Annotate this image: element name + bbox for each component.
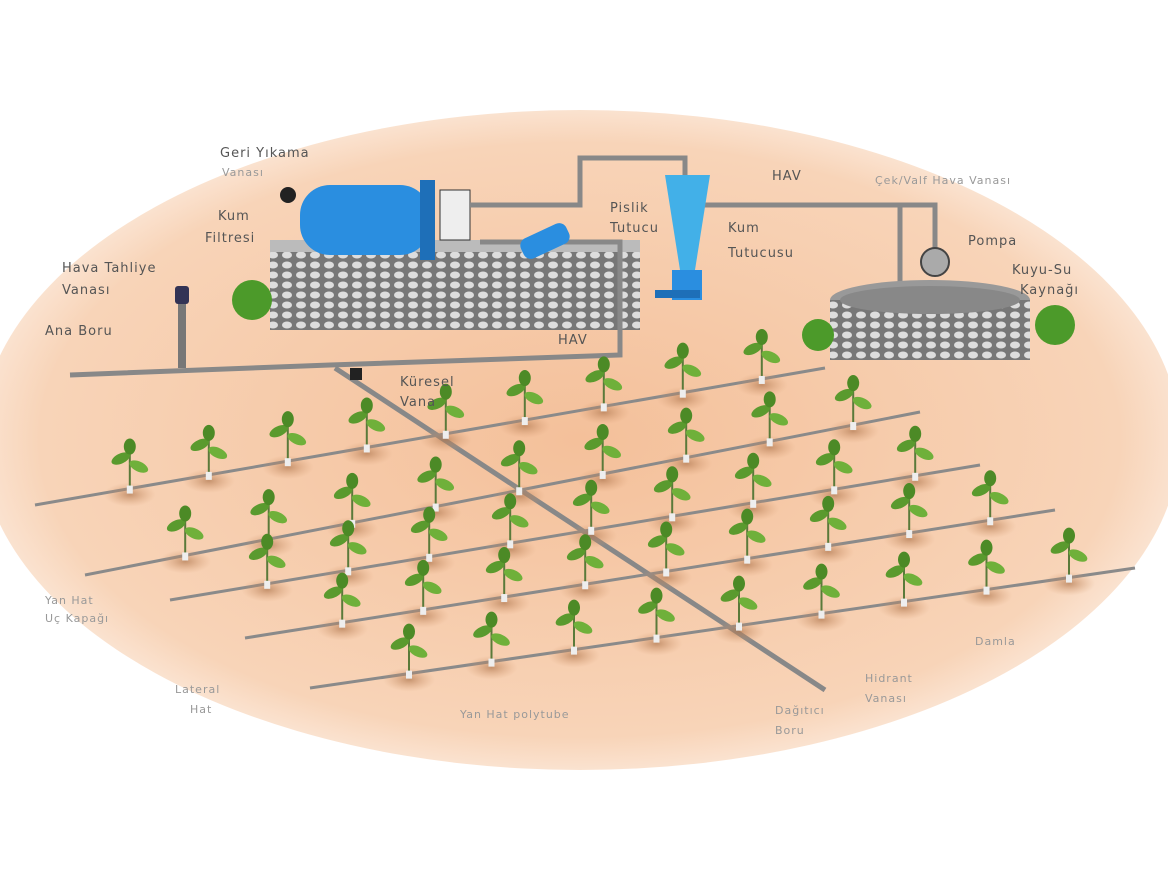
label-sand-separator-2: Tutucusu bbox=[727, 246, 794, 261]
sand-filter bbox=[280, 180, 471, 260]
plant bbox=[577, 356, 630, 425]
label-manifold-2: Boru bbox=[775, 724, 805, 737]
plant bbox=[1043, 527, 1095, 596]
label-hydrant-2: Vanası bbox=[865, 692, 907, 705]
plant bbox=[548, 599, 600, 668]
label-end-cap-2: Uç Kapağı bbox=[45, 612, 109, 625]
plant bbox=[735, 328, 788, 397]
label-manifold: Dağıtıcı bbox=[775, 704, 825, 717]
plant bbox=[383, 623, 435, 692]
plant bbox=[397, 559, 450, 628]
label-end-cap: Yan Hat bbox=[44, 594, 94, 607]
label-screen-filter: Pislik bbox=[610, 201, 649, 216]
plant bbox=[883, 483, 936, 552]
label-sand-separator: Kum bbox=[728, 221, 760, 236]
plant bbox=[565, 479, 618, 548]
label-backwash-valve-2: Vanası bbox=[222, 166, 264, 179]
plant bbox=[960, 539, 1013, 608]
label-hav-bottom: HAV bbox=[558, 333, 588, 348]
label-hav-top: HAV bbox=[772, 169, 802, 184]
label-polytube: Yan Hat polytube bbox=[459, 708, 570, 721]
label-ball-valve-2: Vana bbox=[400, 395, 436, 410]
plant bbox=[409, 456, 462, 525]
plant bbox=[419, 383, 472, 452]
label-well-2: Kaynağı bbox=[1020, 283, 1079, 298]
plant bbox=[465, 611, 518, 680]
air-release-valve-icon bbox=[175, 286, 189, 304]
plant bbox=[261, 411, 314, 480]
plant bbox=[182, 424, 235, 493]
pump-icon bbox=[920, 247, 950, 277]
label-ball-valve: Küresel bbox=[400, 375, 455, 390]
label-check-valve: Çek/Valf Hava Vanası bbox=[875, 174, 1011, 187]
plant bbox=[727, 452, 780, 521]
plant bbox=[498, 370, 551, 439]
plant bbox=[656, 342, 709, 411]
plant bbox=[743, 391, 796, 460]
plant bbox=[340, 397, 393, 466]
plants bbox=[103, 328, 1095, 692]
ball-valve-icon bbox=[350, 368, 362, 380]
plant bbox=[478, 547, 531, 616]
plant bbox=[889, 425, 942, 494]
plant bbox=[559, 534, 612, 603]
plant bbox=[964, 470, 1017, 539]
plant bbox=[713, 575, 765, 644]
plant bbox=[802, 495, 855, 564]
air-release-stem bbox=[178, 288, 186, 368]
sand-separator bbox=[655, 175, 710, 300]
label-lateral-2: Hat bbox=[190, 703, 212, 716]
bush bbox=[232, 280, 272, 320]
label-sand-filter: Kum bbox=[218, 209, 250, 224]
plant bbox=[721, 508, 774, 577]
plant bbox=[316, 572, 369, 641]
label-dripper: Damla bbox=[975, 635, 1016, 648]
screen-filter bbox=[520, 223, 570, 259]
plant bbox=[322, 520, 375, 589]
well bbox=[802, 280, 1075, 360]
plant bbox=[159, 505, 212, 574]
soil-background bbox=[0, 110, 1168, 770]
label-air-release: Hava Tahliye bbox=[62, 261, 156, 276]
plant bbox=[827, 375, 880, 444]
label-air-release-2: Vanası bbox=[62, 283, 110, 298]
backwash-valve-icon bbox=[280, 187, 296, 203]
label-hydrant: Hidrant bbox=[865, 672, 913, 685]
label-pump: Pompa bbox=[968, 234, 1017, 249]
label-sand-filter-2: Filtresi bbox=[205, 231, 255, 246]
plant bbox=[808, 439, 861, 508]
filter-platform bbox=[270, 240, 640, 330]
label-well: Kuyu-Su bbox=[1012, 263, 1072, 278]
plant bbox=[795, 563, 848, 632]
label-main-pipe: Ana Boru bbox=[45, 324, 113, 339]
plant bbox=[640, 521, 693, 590]
plant bbox=[403, 506, 456, 575]
labels: Geri Yıkama Vanası Kum Filtresi Pislik T… bbox=[44, 146, 1079, 737]
label-screen-filter-2: Tutucu bbox=[609, 221, 659, 236]
plant bbox=[484, 493, 537, 562]
plant bbox=[630, 587, 683, 656]
plant bbox=[241, 533, 294, 602]
label-backwash-valve: Geri Yıkama bbox=[220, 146, 310, 161]
label-lateral: Lateral bbox=[175, 683, 220, 696]
plant bbox=[878, 551, 930, 620]
plant bbox=[646, 466, 699, 535]
plant bbox=[103, 438, 156, 507]
